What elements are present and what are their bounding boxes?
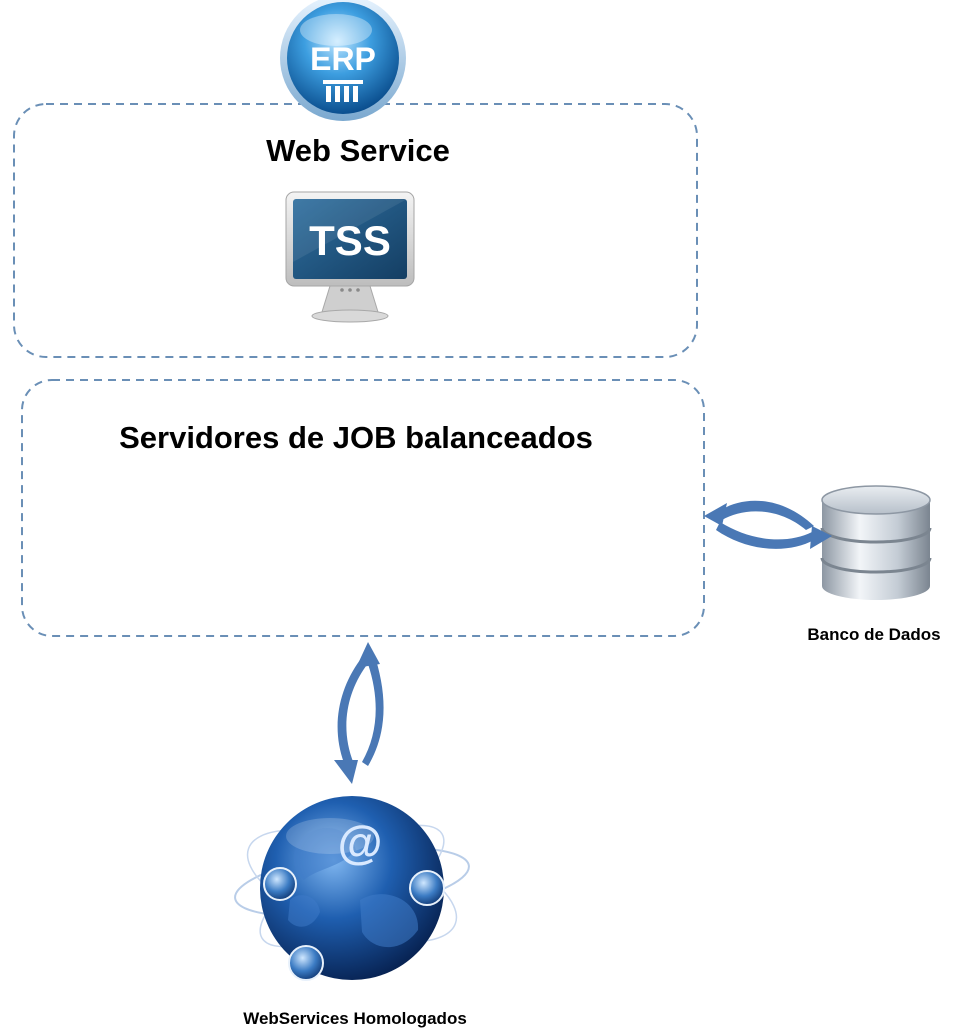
database-label: Banco de Dados	[807, 625, 940, 644]
db-sync-arrows	[704, 500, 832, 549]
web-service-title: Web Service	[266, 133, 450, 168]
webservice-sync-arrows	[334, 642, 384, 784]
tss-monitor-icon: TSS	[285, 191, 415, 323]
job-servers-title: Servidores de JOB balanceados	[119, 420, 593, 455]
globe-icon: @	[234, 796, 470, 981]
erp-icon: ERP	[280, 0, 406, 121]
tss-icon-text: TSS	[309, 217, 391, 264]
webservices-label: WebServices Homologados	[243, 1009, 467, 1028]
job-servers-group	[21, 379, 705, 637]
database-icon	[820, 485, 932, 600]
globe-at-symbol: @	[338, 816, 383, 868]
erp-icon-text: ERP	[310, 41, 376, 77]
